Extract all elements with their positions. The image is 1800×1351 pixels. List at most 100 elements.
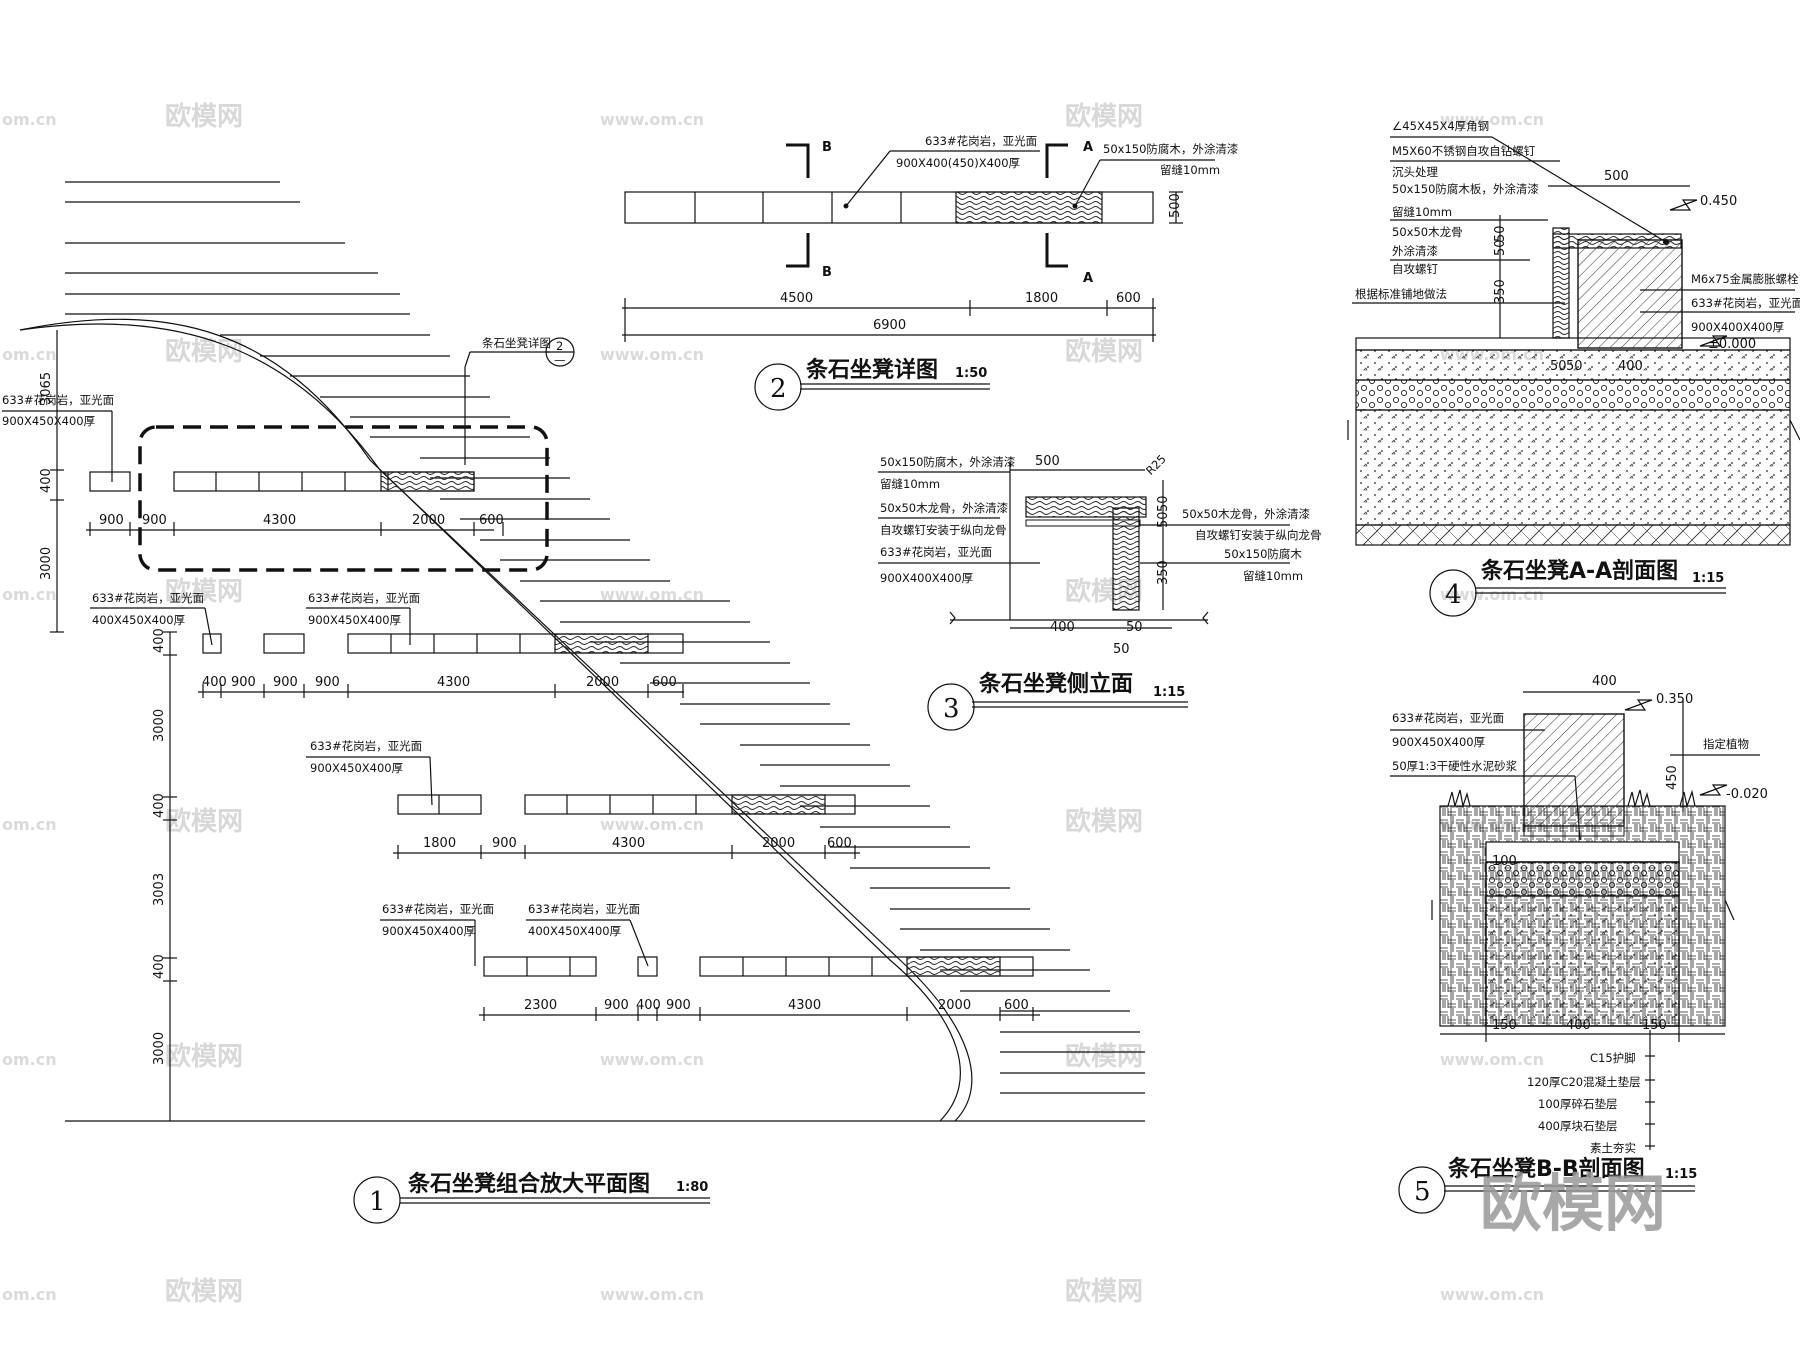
watermark-text: 欧模网: [1065, 336, 1143, 367]
secA-note-2: 沉头处理: [1392, 165, 1438, 179]
marker-a-top: A: [1083, 140, 1093, 155]
row2-dim-4: 4300: [437, 675, 470, 690]
secA-bdim-2: 400: [1618, 359, 1643, 374]
secA-rnote-1: 633#花岗岩，亚光面: [1691, 296, 1800, 310]
callout-note: 条石坐凳详图: [482, 336, 551, 350]
row3-label: 633#花岗岩，亚光面: [310, 739, 422, 753]
secB-bdim-1: 400: [1566, 1018, 1591, 1033]
row4-dim-6: 600: [1004, 998, 1029, 1013]
secB-note-2: 50厚1:3干硬性水泥砂浆: [1392, 759, 1518, 773]
secB-layer-0: C15护脚: [1590, 1051, 1636, 1065]
row4-label-b: 633#花岗岩，亚光面: [528, 902, 640, 916]
watermark-layer: 欧模网 www.om.cn 欧模网 www.om.cn om.cn 欧模网 www.om.c…: [2, 101, 1544, 1307]
detail-number: 2: [770, 374, 787, 404]
row4-dim-5: 2000: [938, 998, 971, 1013]
secB-layer-1: 120厚C20混凝土垫层: [1527, 1075, 1641, 1089]
bench-row-3: 633#花岗岩，亚光面 900X450X400厚 1800 900 4300 2…: [306, 739, 860, 859]
callout-number: 2: [556, 339, 563, 353]
watermark-text: om.cn: [2, 345, 57, 364]
plan-vertical-dimensions: 3065 400 3000 400 3000 400 3003 400 3000: [39, 330, 177, 1121]
watermark-text: www.om.cn: [600, 345, 704, 364]
elev-title: 条石坐凳侧立面: [978, 671, 1133, 697]
watermark-text: www.om.cn: [600, 1050, 704, 1069]
row4-size-b: 400X450X400厚: [528, 924, 621, 938]
vdim-2: 3000: [39, 547, 54, 580]
row3-dim-2: 4300: [612, 836, 645, 851]
elev-number: 3: [943, 694, 960, 724]
watermark-text: 欧模网: [1065, 1041, 1143, 1072]
secB-plant-note: 指定植物: [1703, 737, 1749, 751]
row4-dim-3: 900: [666, 998, 691, 1013]
secA-vdim-1: 50: [1493, 239, 1508, 256]
elev-vdim-1: 50: [1156, 511, 1171, 528]
watermark-text: www.om.cn: [600, 1285, 704, 1304]
secA-number: 4: [1445, 580, 1462, 610]
marker-b-bottom: B: [822, 265, 832, 280]
elev-vdim-0: 50: [1156, 495, 1171, 512]
row4-label-a: 633#花岗岩，亚光面: [382, 902, 494, 916]
secA-top-dim: 500: [1604, 169, 1629, 184]
watermark-text: om.cn: [2, 110, 57, 129]
elev-rnote-2: 50x150防腐木: [1224, 547, 1302, 561]
secA-note-0: ∠45X45X4厚角钢: [1392, 119, 1489, 133]
callout-reference: 条石坐凳详图 2 —: [464, 336, 575, 465]
watermark-text: www.om.cn: [600, 110, 704, 129]
detail-stone-size: 900X400(450)X400厚: [896, 156, 1020, 170]
plan-scale: 1:80: [676, 1180, 708, 1195]
row3-dim-3: 2000: [762, 836, 795, 851]
secA-note-3: 50x150防腐木板，外涂清漆: [1392, 182, 1539, 196]
secA-note-6: 外涂清漆: [1392, 244, 1438, 258]
row4-size-a: 900X450X400厚: [382, 924, 475, 938]
secB-note-0: 633#花岗岩，亚光面: [1392, 711, 1504, 725]
secB-layer-4: 素土夯实: [1590, 1141, 1636, 1155]
vdim-5: 400: [152, 793, 167, 818]
plan-number: 1: [369, 1187, 386, 1217]
elev-rnote-1: 自攻螺钉安装于纵向龙骨: [1195, 528, 1322, 542]
vdim-7: 400: [152, 954, 167, 979]
secA-note-1: M5X60不锈钢自攻自钻螺钉: [1392, 144, 1536, 158]
secA-vdim-2: 350: [1493, 279, 1508, 304]
watermark-text: 欧模网: [165, 336, 243, 367]
watermark-text: www.om.cn: [1440, 585, 1544, 604]
elev-radius: R25: [1143, 452, 1169, 478]
elev-vdim-2: 350: [1156, 560, 1171, 585]
secA-vdim-0: 50: [1493, 225, 1508, 242]
watermark-text: om.cn: [2, 815, 57, 834]
detail-wood-note: 50x150防腐木，外涂清漆: [1103, 142, 1238, 156]
elev-top-dim: 500: [1035, 454, 1060, 469]
secB-vdim: 450: [1665, 765, 1680, 790]
elev-rnote-0: 50x50木龙骨，外涂清漆: [1182, 507, 1310, 521]
row2-size-b: 900X450X400厚: [308, 613, 401, 627]
detail-dim-2: 600: [1116, 291, 1141, 306]
bench-row-4: 633#花岗岩，亚光面 900X450X400厚 633#花岗岩，亚光面 400…: [380, 902, 1040, 1021]
vdim-8: 3000: [152, 1032, 167, 1065]
watermark-text: www.om.cn: [1440, 1285, 1544, 1304]
watermark-text: om.cn: [2, 1050, 57, 1069]
secB-number: 5: [1414, 1177, 1431, 1207]
row4-dim-2: 400: [636, 998, 661, 1013]
elev-scale: 1:15: [1153, 685, 1185, 700]
bench-side-elevation: 50x150防腐木，外涂清漆 留缝10mm 50x50木龙骨，外涂清漆 自攻螺钉…: [878, 452, 1322, 731]
secB-scale: 1:15: [1665, 1167, 1697, 1182]
row1-label: 633#花岗岩，亚光面: [2, 393, 114, 407]
watermark-text: www.om.cn: [600, 815, 704, 834]
elev-bdim-0: 400: [1050, 620, 1075, 635]
watermark-logo: 欧模网: [1480, 1167, 1666, 1240]
secA-elev-base: ±0.000: [1708, 337, 1756, 352]
secB-layer-3: 400厚块石垫层: [1538, 1119, 1617, 1133]
secA-rnote-0: M6x75金属膨胀螺栓: [1691, 272, 1799, 286]
elev-bdim-1: 50: [1126, 620, 1143, 635]
secB-bdim-0: 150: [1492, 1018, 1517, 1033]
path-edge-right: [19, 323, 973, 1122]
elev-rnote-3: 留缝10mm: [1243, 569, 1303, 583]
detail-scale: 1:50: [955, 366, 987, 381]
row2-dim-5: 2000: [586, 675, 619, 690]
detail-dim-total: 6900: [873, 318, 906, 333]
detail-dim-1: 1800: [1025, 291, 1058, 306]
vdim-6: 3003: [152, 873, 167, 906]
secA-note-5: 50x50木龙骨: [1392, 225, 1463, 239]
watermark-text: www.om.cn: [600, 585, 704, 604]
row4-dim-0: 2300: [524, 998, 557, 1013]
row2-dim-3: 900: [315, 675, 340, 690]
